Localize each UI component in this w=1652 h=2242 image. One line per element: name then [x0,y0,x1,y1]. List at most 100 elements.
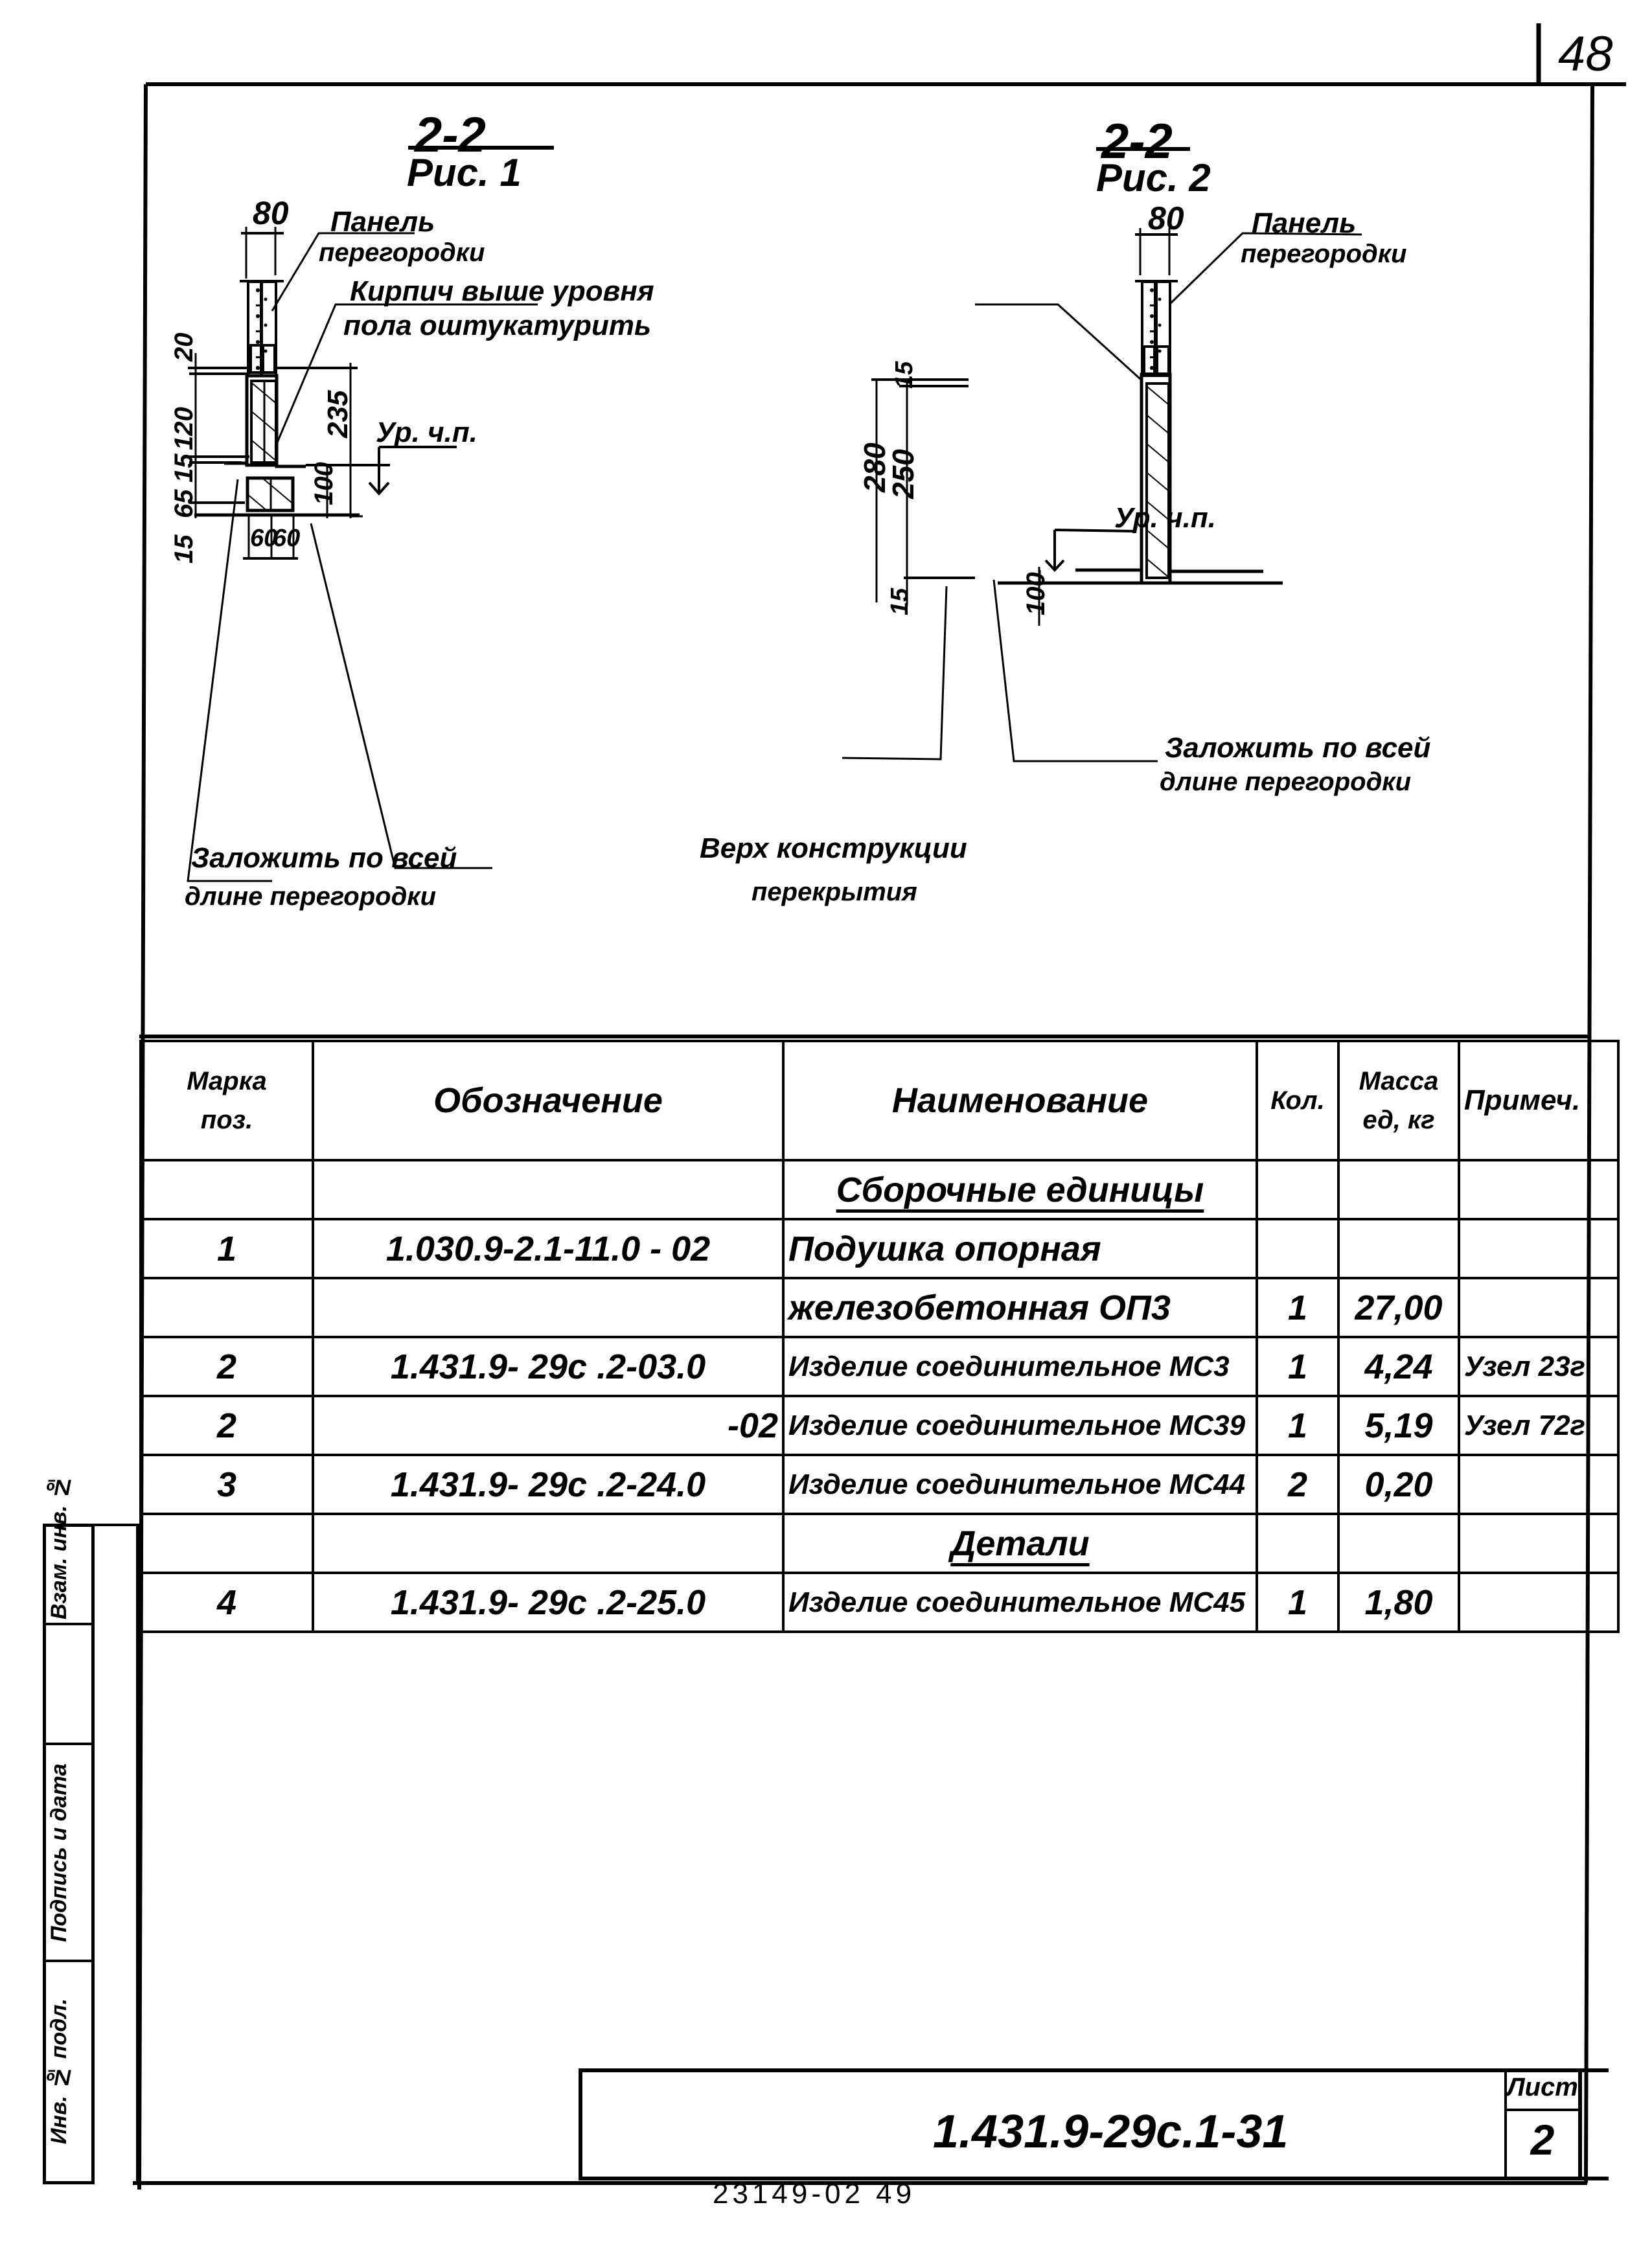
archive-code: 23149-02 49 [713,2178,916,2210]
figure-1-dim-65: 65 [170,489,198,519]
figure-2-section-label: 2-2 [1101,114,1173,169]
side-stamp-divider [43,1743,95,1745]
cell-mass: 0,20 [1337,1454,1460,1515]
figure-1-caption: Рис. 1 [407,151,522,194]
header-qty: Кол. [1256,1040,1340,1161]
figure-2-label-panel-1: Панель [1252,207,1357,239]
figure-1-dimensions [188,353,457,560]
cell-mass [1337,1513,1460,1574]
cell-name: Изделие соединительное МС44 [782,1454,1258,1515]
cell-mark: 3 [139,1454,314,1515]
header-note: Примеч. [1458,1040,1620,1161]
figure-1-floor-level: Ур. ч.п. [376,417,478,448]
cell-note [1458,1572,1620,1633]
figure-2-dim-15-top: 15 [891,361,918,389]
cell-qty: 2 [1256,1454,1340,1515]
cell-note [1458,1513,1620,1574]
table-row: Детали [139,1513,1620,1574]
cell-mark: 4 [139,1572,314,1633]
cell-qty: 1 [1256,1395,1340,1456]
figure-1-dim-60b: 60 [273,525,301,552]
cell-note: Узел 23г [1458,1336,1620,1397]
cell-designation [312,1159,785,1220]
figure-1-lay-note-line1: Заложить по всей [191,842,457,874]
figure-1-leaders [187,232,538,882]
cell-mark [139,1277,314,1338]
cell-mass: 27,00 [1337,1277,1460,1338]
cell-designation: 1.030.9-2.1-11.0 - 02 [312,1218,785,1279]
cell-name: железобетонная ОП3 [782,1277,1258,1338]
figure-1-label-panel-1: Панель [330,206,435,238]
figure-2-label-panel-2: перегородки [1241,240,1407,268]
stamp-signature-date: Подпись и дата [47,1763,71,1942]
figure-1-section [194,146,554,517]
cell-qty [1256,1218,1340,1279]
cell-note [1458,1454,1620,1515]
cell-designation: 1.431.9- 29с .2-24.0 [312,1454,785,1515]
figure-1-dim-20: 20 [170,332,198,362]
title-block [579,2068,1609,2180]
table-row: Сборочные единицы [139,1159,1620,1220]
figure-1-section-label: 2-2 [415,108,486,163]
figure-2-caption: Рис. 2 [1096,156,1211,200]
stamp-inv-original: Инв. № подл. [47,1998,71,2145]
cell-designation: 1.431.9- 29с .2-03.0 [312,1336,785,1397]
cell-name: Подушка опорная [782,1218,1258,1279]
cell-name: Изделие соединительное МС3 [782,1336,1258,1397]
sheet-box [1504,2068,1582,2180]
side-stamp-divider [43,1960,95,1962]
cell-mass: 1,80 [1337,1572,1460,1633]
cell-qty [1256,1159,1340,1220]
cell-mass [1337,1159,1460,1220]
header-name: Наименование [782,1040,1258,1161]
figure-2-lay-note-line1: Заложить по всей [1165,732,1431,764]
cell-designation: -02 [312,1395,785,1456]
cell-name: Сборочные единицы [782,1159,1258,1220]
figure-1-dim-width: 80 [253,195,289,231]
cell-designation [312,1277,785,1338]
page-number: 48 [1558,27,1613,82]
cell-qty [1256,1513,1340,1574]
figure-2-dim-15-bottom: 15 [886,588,913,615]
cell-note [1458,1277,1620,1338]
cell-name: Детали [782,1513,1258,1574]
cell-name: Изделие соединительное МС39 [782,1395,1258,1456]
figure-2-section [871,147,1283,626]
sheet-number: 2 [1530,2116,1555,2164]
header-designation: Обозначение [312,1040,785,1161]
brick-note-line2: пола оштукатурить [343,310,652,341]
slab-top-label-line1: Верх конструкции [700,832,967,864]
stamp-swap-inv: Взам. инв. № [47,1474,71,1619]
cell-qty: 1 [1256,1277,1340,1338]
slab-top-label-line2: перекрытия [751,878,917,906]
cell-mass: 5,19 [1337,1395,1460,1456]
cell-mark: 1 [139,1218,314,1279]
cell-note: Узел 72г [1458,1395,1620,1456]
figure-1-dim-15a: 15 [170,453,198,483]
figure-1-dim-15b: 15 [170,534,198,564]
figure-2-dim-width: 80 [1148,200,1184,236]
cell-designation [312,1513,785,1574]
figure-1-dim-235: 235 [322,390,354,438]
cell-mass [1337,1218,1460,1279]
figure-2-leaders [842,232,1362,762]
cell-mark [139,1159,314,1220]
document-code: 1.431.9-29с.1-31 [933,2106,1289,2158]
cell-mass: 4,24 [1337,1336,1460,1397]
cell-mark: 2 [139,1395,314,1456]
cell-designation: 1.431.9- 29с .2-25.0 [312,1572,785,1633]
side-stamp-divider [43,1623,95,1625]
cell-note [1458,1159,1620,1220]
figure-1-dim-60a: 60 [250,525,278,552]
figure-2-dim-100: 100 [1022,572,1050,615]
cell-qty: 1 [1256,1336,1340,1397]
